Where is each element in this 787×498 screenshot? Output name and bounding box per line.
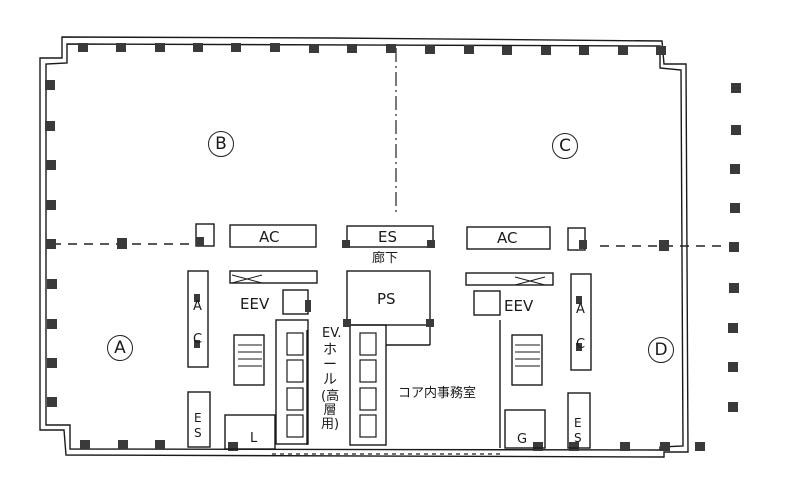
zone-a-marker: A bbox=[107, 335, 133, 361]
eev-right-label: EEV bbox=[504, 297, 534, 315]
zone-a-label: A bbox=[114, 338, 126, 358]
ac-side-left-label-a: A bbox=[193, 299, 202, 314]
ac-side-right-label-a: A bbox=[576, 302, 585, 317]
ev-hall-label-3: (高層用) bbox=[321, 389, 340, 432]
ev-hall-label: EV. bbox=[322, 326, 342, 341]
restroom-g-label: G bbox=[517, 432, 528, 447]
ac-side-right bbox=[570, 273, 592, 371]
ev-hall-label-2: ホール bbox=[323, 342, 337, 388]
zone-d-marker: D bbox=[648, 337, 674, 363]
core-office-label: コア内事務室 bbox=[398, 386, 477, 401]
ac-unit-top-left bbox=[229, 224, 317, 248]
ac-side-left bbox=[187, 270, 209, 368]
outer-wall bbox=[39, 36, 689, 458]
ac-top-right-label: AC bbox=[497, 229, 518, 247]
es-right-label-e: E bbox=[574, 416, 582, 430]
zone-c-marker: C bbox=[552, 133, 578, 159]
es-left-label-e: E bbox=[194, 411, 202, 425]
es-top-label: ES bbox=[378, 228, 397, 246]
elevator-bank-left bbox=[275, 319, 309, 445]
es-right-label-s: S bbox=[574, 431, 582, 445]
columns bbox=[45, 43, 741, 451]
ps-label: PS bbox=[377, 290, 396, 308]
corridor-label: 廊下 bbox=[372, 251, 399, 266]
ac-top-left-label: AC bbox=[259, 228, 280, 246]
zone-b-label: B bbox=[215, 134, 227, 154]
zone-c-label: C bbox=[559, 136, 571, 156]
eev-left-label: EEV bbox=[240, 295, 270, 313]
ps-room bbox=[346, 270, 431, 326]
ac-side-right-label-c: C bbox=[576, 337, 586, 352]
es-top bbox=[346, 225, 434, 248]
zone-d-label: D bbox=[654, 340, 668, 360]
ac-side-left-label-c: C bbox=[193, 332, 203, 347]
zone-b-marker: B bbox=[208, 131, 234, 157]
restroom-l-label: L bbox=[250, 431, 258, 446]
elevator-bank-right bbox=[349, 324, 387, 446]
es-left-label-s: S bbox=[194, 426, 202, 440]
ac-unit-top-right bbox=[466, 226, 551, 250]
